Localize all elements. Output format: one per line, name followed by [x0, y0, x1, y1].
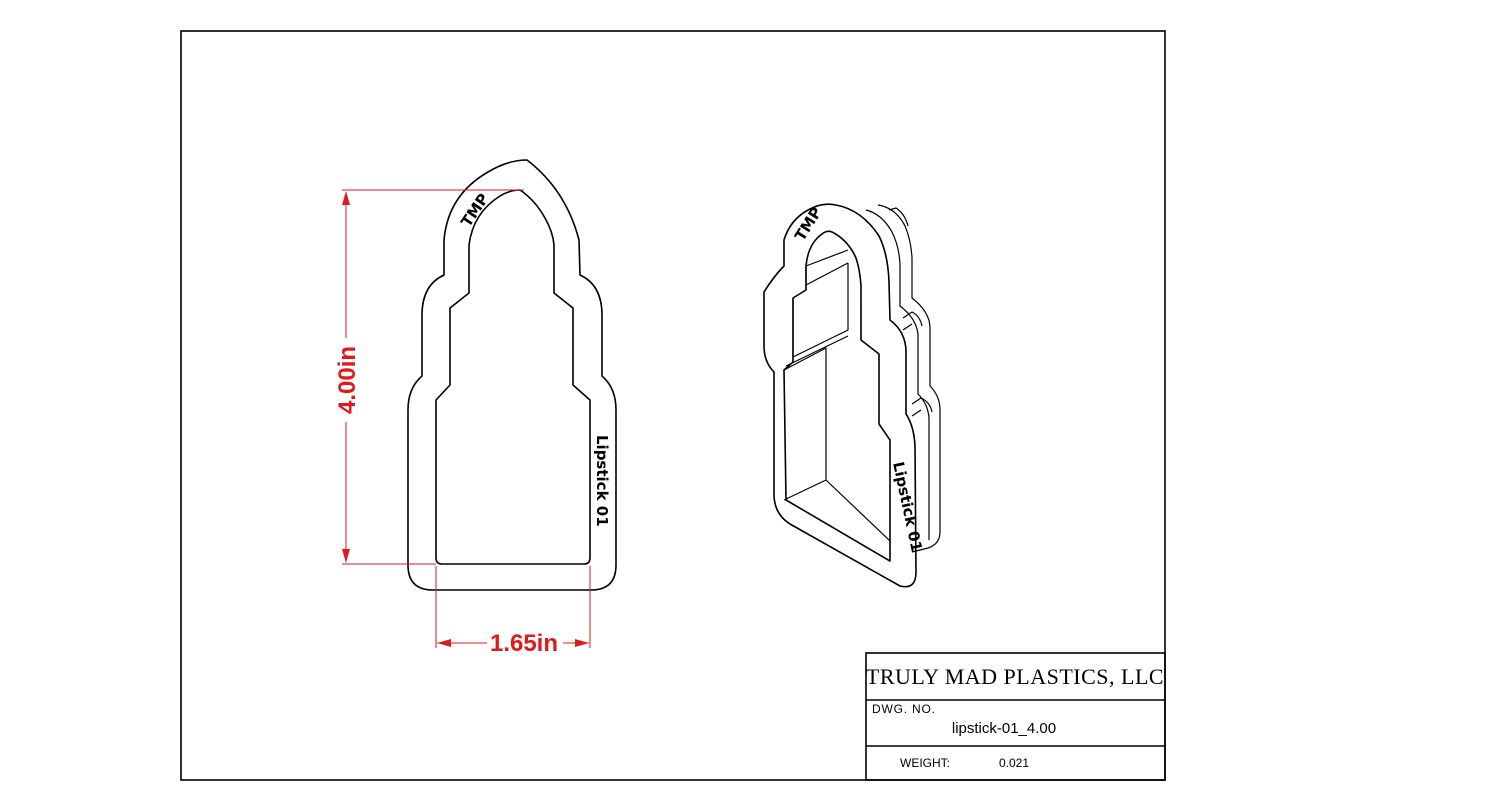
- iso-back-contour-inner: [888, 207, 909, 227]
- iso-ledge-lines-lower: [911, 397, 933, 417]
- sheet-border: [180, 30, 1166, 781]
- dwg-no-value: lipstick-01_4.00: [952, 720, 1056, 737]
- weight-label: WEIGHT:: [900, 756, 950, 770]
- iso-inner-outline: [783, 230, 891, 562]
- iso-inner-depth-lines: [783, 262, 891, 542]
- isometric-view: TMP Lipstick 01: [763, 203, 941, 588]
- height-arrow-bottom: [342, 549, 350, 563]
- height-dimension: 4.00in: [334, 189, 524, 565]
- width-dimension: 1.65in: [435, 566, 591, 657]
- maker-mark-front: TMP: [457, 190, 492, 230]
- title-block-frame: [865, 652, 1166, 781]
- width-arrow-right: [575, 639, 589, 647]
- iso-outer-outline: [763, 203, 917, 588]
- iso-back-contour-outer: [877, 204, 941, 553]
- iso-back-contour-middle: [865, 209, 930, 540]
- iso-inner-ledge-lines: [785, 249, 849, 367]
- height-arrow-top: [342, 191, 350, 205]
- maker-mark-iso: TMP: [791, 204, 825, 244]
- dwg-no-label: DWG. NO.: [872, 702, 936, 716]
- front-view: TMP Lipstick 01: [407, 159, 617, 591]
- iso-ledge-lines-upper: [902, 311, 923, 331]
- part-name-iso: Lipstick 01: [889, 460, 926, 553]
- part-name-front: Lipstick 01: [593, 435, 611, 527]
- front-view-outer-outline: [407, 159, 617, 591]
- height-dimension-label: 4.00in: [334, 346, 361, 414]
- width-dimension-label: 1.65in: [490, 630, 558, 657]
- title-block: TRULY MAD PLASTICS, LLC DWG. NO. lipstic…: [865, 652, 1166, 781]
- height-label-background: [334, 338, 358, 422]
- front-view-inner-outline: [435, 189, 591, 565]
- company-name: TRULY MAD PLASTICS, LLC: [866, 664, 1164, 689]
- width-arrow-left: [437, 639, 451, 647]
- weight-value: 0.021: [999, 756, 1029, 770]
